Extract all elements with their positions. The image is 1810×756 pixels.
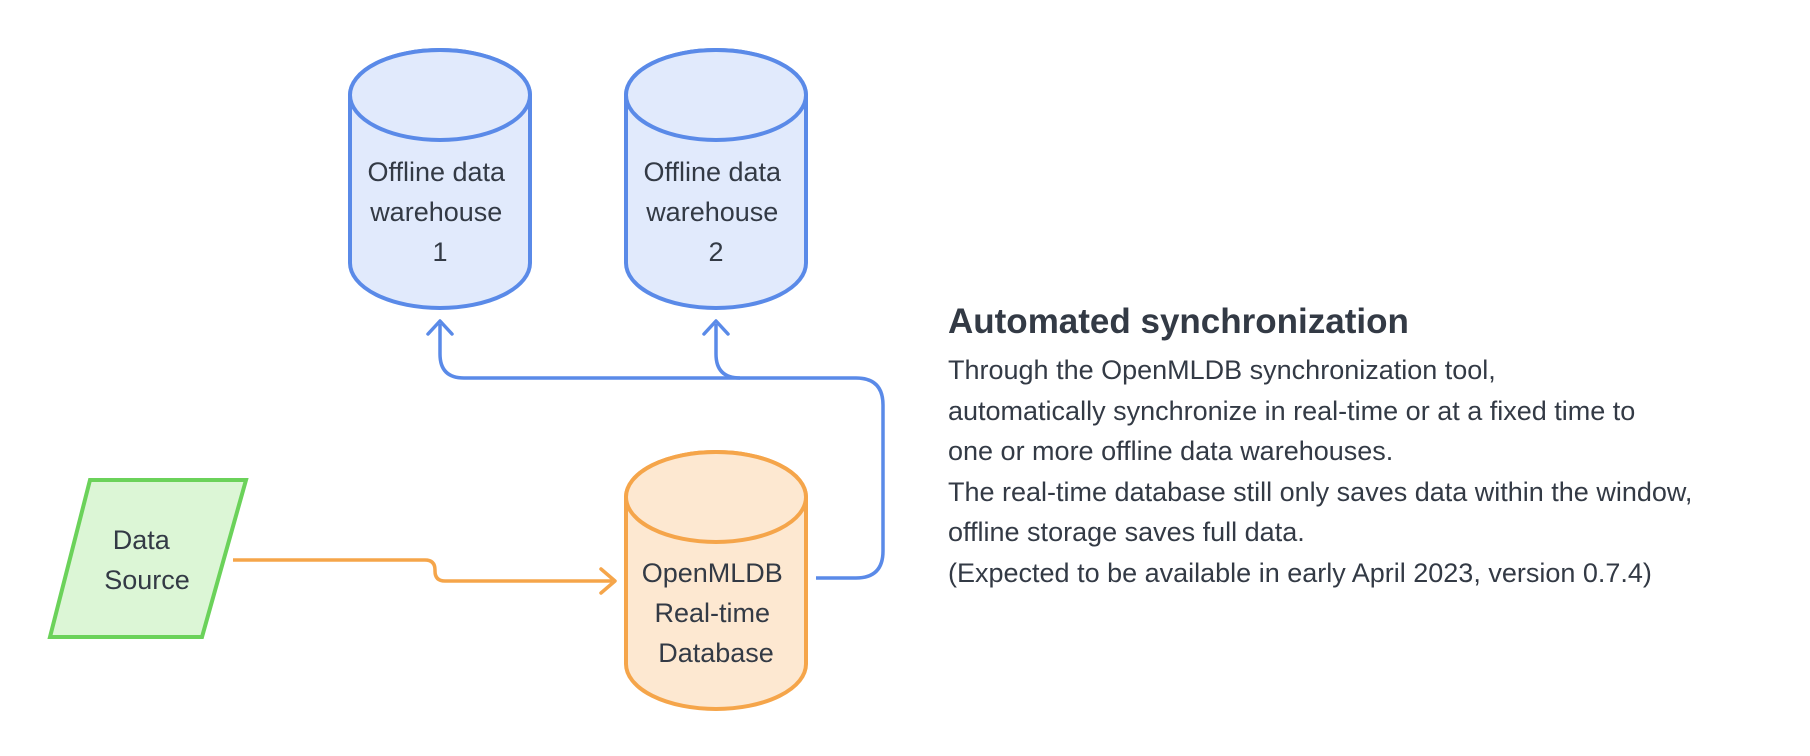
sync-arrowhead-warehouse-1 [426,319,454,336]
warehouse-1-cylinder-top [348,48,532,142]
warehouse-2-label: Offline data warehouse 2 [643,157,788,267]
data-source-label-line: Source [104,565,190,595]
sync-arrowhead-warehouse-2 [702,319,730,336]
offline-warehouse-2-node: Offline data warehouse 2 [624,48,808,310]
description-line: one or more offline data warehouses. [948,436,1394,466]
data-source-shape [47,478,249,639]
offline-warehouse-1-node: Offline data warehouse 1 [348,48,532,310]
description-line: (Expected to be available in early April… [948,557,1652,588]
warehouse-1-label: Offline data warehouse 1 [367,157,512,267]
description-line: The real-time database still only saves … [948,476,1693,507]
ingest-arrow [233,558,617,595]
sync-arrow-trunk [714,324,885,580]
description-line: automatically synchronize in real-time o… [948,395,1636,426]
warehouse-2-label-line: Offline data [643,157,782,187]
warehouse-1-label-line: Offline data [367,157,506,187]
realtime-database-node: OpenMLDB Real-time Database [624,450,808,711]
data-source-label-line: Data [113,525,171,555]
warehouse-2-label-line: 2 [708,237,723,267]
description-line: Through the OpenMLDB synchronization too… [948,355,1496,385]
realtime-db-cylinder-top [624,450,808,544]
warehouse-1-label-line: 1 [432,237,447,267]
warehouse-2-label-line: warehouse [645,197,778,227]
sync-arrow-branch [438,324,740,380]
sync-arrow [426,319,885,580]
description-heading: Automated synchronization [948,302,1409,341]
sync-description: Automated synchronization Through the Op… [948,300,1788,593]
ingest-arrowhead [599,567,617,595]
data-source-node: Data Source [47,478,249,639]
ingest-arrow-line [233,558,612,583]
warehouse-2-cylinder-top [624,48,808,142]
realtime-db-label-line: Database [658,638,774,668]
realtime-db-label: OpenMLDB Real-time Database [642,558,791,668]
realtime-db-label-line: Real-time [654,598,770,628]
data-source-label: Data Source [104,525,190,595]
description-line: offline storage saves full data. [948,517,1305,547]
warehouse-1-label-line: warehouse [369,197,502,227]
realtime-db-label-line: OpenMLDB [642,558,783,588]
